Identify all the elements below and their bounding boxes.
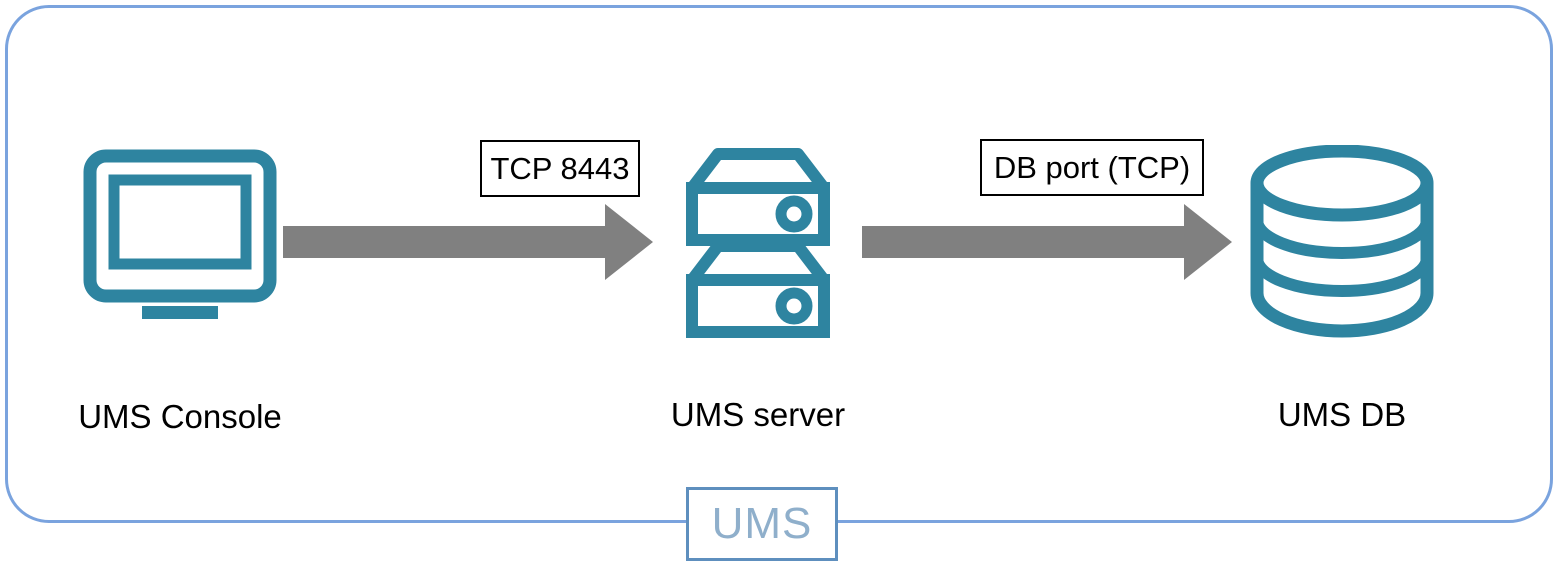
port-label-db-port: DB port (TCP) <box>980 139 1204 196</box>
node-ums-server[interactable]: UMS server <box>608 140 908 431</box>
diagram-container-frame <box>5 5 1553 523</box>
node-label-ums-server: UMS server <box>670 396 846 433</box>
ums-badge: UMS <box>686 487 838 561</box>
port-label-tcp-8443: TCP 8443 <box>480 140 640 197</box>
monitor-icon <box>83 149 277 319</box>
node-label-ums-db: UMS DB <box>1277 396 1407 433</box>
node-ums-db[interactable]: UMS DB <box>1192 145 1492 431</box>
node-label-ums-console: UMS Console <box>78 398 282 435</box>
node-ums-console[interactable]: UMS Console <box>30 148 330 433</box>
server-rack-icon <box>686 148 830 338</box>
arrow-server-to-db <box>862 204 1232 280</box>
database-cylinder-icon <box>1250 145 1434 338</box>
arrow-console-to-server <box>283 204 653 280</box>
